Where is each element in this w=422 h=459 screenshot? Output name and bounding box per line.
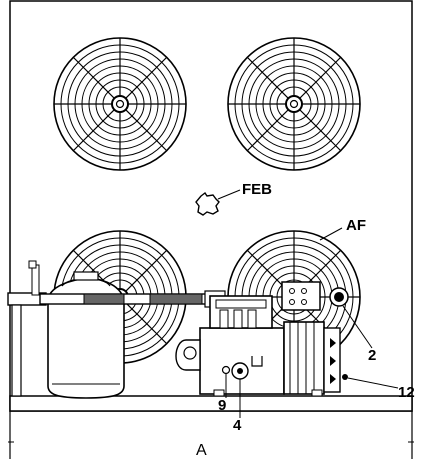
leader-lines [217, 189, 399, 418]
feb-sensor-icon [195, 191, 220, 216]
fan-top-left [53, 37, 187, 171]
label-view-a: A [196, 442, 207, 459]
label-af: AF [346, 217, 366, 234]
label-item-9: 9 [218, 397, 226, 414]
liquid-receiver [7, 260, 125, 399]
label-item-2: 2 [368, 347, 376, 364]
label-feb: FEB [242, 181, 272, 198]
refrigerant-line [39, 290, 226, 308]
label-item-12: 12 [398, 384, 415, 401]
compressor [175, 281, 349, 397]
fan-top-right [227, 37, 361, 171]
label-item-4: 4 [233, 417, 242, 434]
base-frame [9, 395, 413, 412]
